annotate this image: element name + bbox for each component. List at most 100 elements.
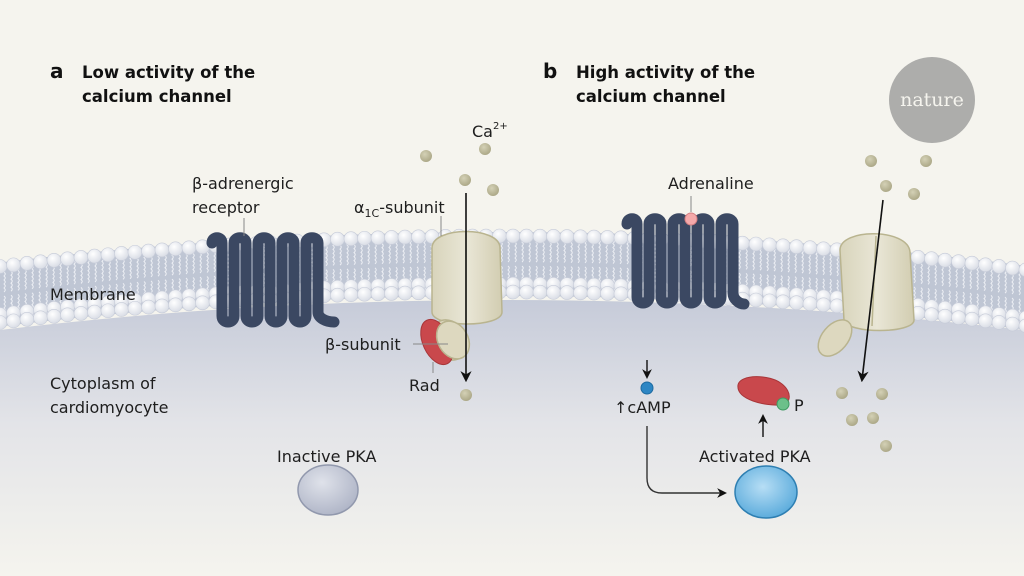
lipid-tail — [332, 241, 335, 266]
receptor-label-line2: receptor — [192, 198, 260, 217]
lipid-head — [816, 297, 831, 313]
lipid-tail — [815, 249, 818, 275]
lipid-head — [411, 285, 426, 301]
lipid-head — [60, 307, 75, 323]
lipid-head — [384, 286, 399, 301]
lipid-head — [330, 287, 345, 303]
lipid-tail — [787, 247, 790, 273]
lipid-head — [964, 255, 980, 271]
lipid-head — [19, 256, 35, 271]
lipid-tail — [773, 246, 776, 272]
lipid-head — [87, 304, 102, 320]
lipid-head — [910, 250, 926, 265]
lipid-head — [6, 257, 21, 273]
camp-molecule — [640, 381, 654, 395]
beta-subunit-b — [817, 319, 853, 357]
lipid-tail — [829, 250, 832, 276]
calcium-ion — [459, 174, 471, 186]
calcium-flux-arrow-b[interactable] — [857, 199, 884, 383]
lipid-head — [613, 286, 629, 302]
lipid-head — [937, 308, 953, 324]
lipid-head — [762, 237, 777, 253]
lipid-head — [181, 240, 197, 256]
lipid-head — [978, 313, 993, 329]
logo-text: nature — [900, 89, 964, 111]
panel-a-title-line2: calcium channel — [82, 87, 232, 106]
lipid-head — [600, 230, 615, 245]
alpha-subunit-label: α1C-subunit — [354, 198, 445, 220]
lipid-head — [924, 307, 939, 323]
lipid-head — [546, 229, 561, 244]
lipid-tail — [759, 245, 762, 271]
camp-to-pka-arrow — [646, 426, 727, 498]
cytoplasm-label-line1: Cytoplasm of — [50, 374, 156, 393]
lipid-head — [559, 285, 575, 300]
lipid-head — [573, 229, 588, 245]
lipid-head — [73, 250, 89, 265]
panel-a-title-line1: Low activity of the — [82, 63, 255, 82]
lipid-head — [762, 293, 777, 309]
beta-adrenergic-receptor-b — [621, 213, 750, 310]
lipid-head — [505, 284, 521, 300]
lipid-tail — [612, 239, 615, 264]
lipid-tail — [395, 238, 398, 264]
lipid-head — [60, 251, 75, 267]
calcium-ion — [908, 188, 920, 200]
cytoplasm-region — [0, 300, 1024, 576]
lipid-head — [586, 285, 602, 301]
lipid-tail — [409, 238, 412, 264]
lipid-tail — [143, 253, 146, 278]
lipid-head — [802, 296, 818, 312]
lipid-tail — [101, 256, 104, 282]
beta-subunit-label: β-subunit — [325, 335, 401, 354]
lipid-head — [357, 230, 372, 246]
lipid-head — [357, 286, 372, 302]
lipid-head — [33, 310, 48, 326]
lipid-tail — [59, 261, 62, 287]
lipid-head — [1005, 260, 1020, 276]
lipid-head — [1018, 318, 1024, 333]
lipid-head — [802, 240, 818, 256]
rad-label: Rad — [409, 376, 440, 395]
lipid-head — [991, 315, 1007, 330]
lipid-tail — [948, 262, 951, 287]
lipid-head — [505, 228, 521, 244]
lipid-head — [114, 302, 129, 317]
lipid-head — [924, 251, 939, 267]
lipid-head — [87, 248, 102, 264]
calcium-ions-a — [420, 143, 499, 401]
panel-b-title-line2: calcium channel — [576, 87, 726, 106]
lipid-head — [559, 229, 575, 244]
lipid-head — [1005, 316, 1020, 332]
lipid-head — [748, 236, 764, 252]
calcium-ion — [479, 143, 491, 155]
calcium-ions-b — [836, 155, 932, 452]
beta-adrenergic-receptor-a — [206, 232, 340, 328]
calcium-ion — [920, 155, 932, 167]
lipid-head — [532, 228, 548, 244]
lipid-head — [330, 231, 345, 247]
calcium-ion — [460, 389, 472, 401]
lipid-head — [100, 247, 116, 263]
inactive-pka-label: Inactive PKA — [277, 447, 376, 466]
calcium-ion — [420, 150, 432, 162]
phosphate-label: P — [794, 396, 804, 415]
lipid-tail — [346, 240, 349, 266]
calcium-ion — [876, 388, 888, 400]
calcium-channel-b — [817, 233, 915, 357]
lipid-head — [775, 238, 791, 254]
lipid-head — [141, 243, 156, 259]
lipid-head — [384, 230, 399, 245]
lipid-head — [991, 259, 1007, 274]
lipid-tail — [521, 237, 524, 263]
lipid-head — [33, 254, 48, 270]
lipid-head — [46, 308, 62, 324]
lipid-tail — [115, 255, 118, 281]
lipid-head — [1018, 262, 1024, 277]
lipid-head — [816, 241, 831, 257]
lipid-tail — [626, 239, 629, 265]
calcium-ion — [867, 412, 879, 424]
lipid-head — [141, 299, 156, 315]
lipid-head — [775, 294, 791, 310]
